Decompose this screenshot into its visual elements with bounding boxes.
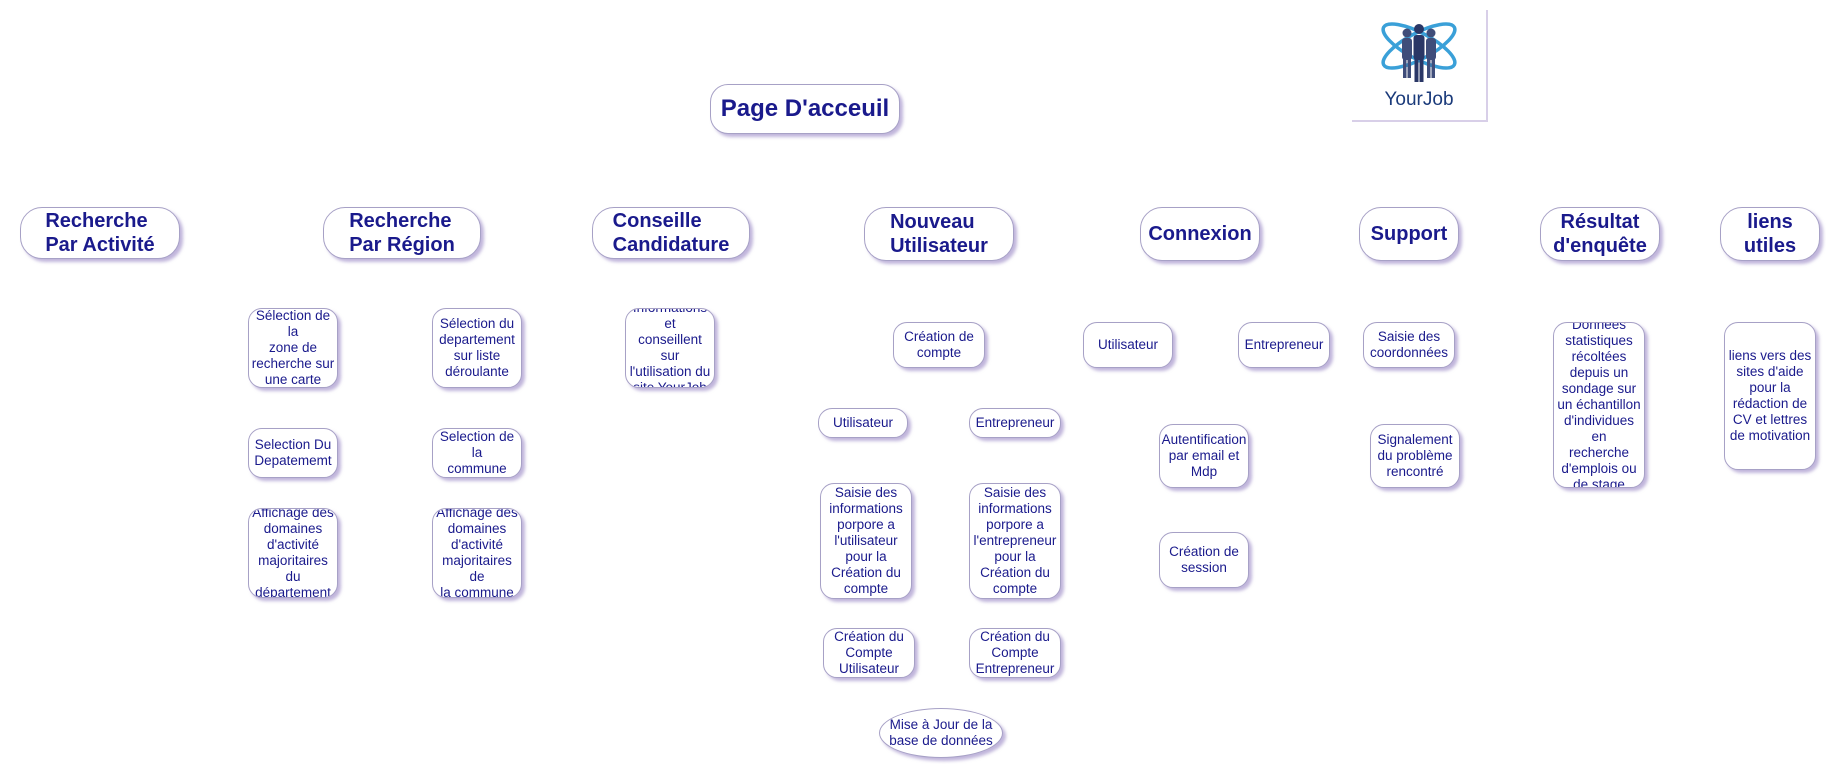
category-resultat-enquete[interactable]: Résultat d'enquête (1540, 207, 1660, 261)
node-nouveau-entrepreneur[interactable]: Entrepreneur (969, 408, 1061, 438)
node-selection-commune[interactable]: Selection de la commune (432, 428, 522, 478)
node-liens-aide[interactable]: liens vers des sites d'aide pour la réda… (1724, 322, 1816, 470)
logo: YourJob (1352, 10, 1488, 122)
category-nouveau-utilisateur[interactable]: Nouveau Utilisateur (864, 207, 1014, 261)
node-signalement-probleme[interactable]: Signalement du problème rencontré (1370, 424, 1460, 488)
logo-text: YourJob (1384, 89, 1454, 110)
node-connexion-entrepreneur[interactable]: Entrepreneur (1238, 322, 1330, 368)
node-creation-session[interactable]: Création de session (1159, 532, 1249, 588)
node-creation-compte-entrepreneur[interactable]: Création du Compte Entrepreneur (969, 628, 1061, 678)
node-saisie-coordonnees[interactable]: Saisie des coordonnées (1363, 322, 1455, 368)
node-informations-conseils[interactable]: Informations et conseillent sur l'utilis… (625, 308, 715, 388)
node-saisie-entrepreneur[interactable]: Saisie des informations porpore a l'entr… (969, 483, 1061, 599)
node-creation-compte-utilisateur[interactable]: Création du Compte Utilisateur (823, 628, 915, 678)
node-selection-departement-liste[interactable]: Sélection du departement sur liste dérou… (432, 308, 522, 388)
node-connexion-utilisateur[interactable]: Utilisateur (1083, 322, 1173, 368)
people-logo-icon (1381, 22, 1457, 82)
category-liens-utiles[interactable]: liens utiles (1720, 207, 1820, 261)
category-support[interactable]: Support (1359, 207, 1459, 261)
node-selection-departement[interactable]: Selection Du Depatememt (248, 428, 338, 478)
node-selection-zone-carte[interactable]: Sélection de la zone de recherche sur un… (248, 308, 338, 388)
node-donnees-statistiques[interactable]: Données statistiques récoltées depuis un… (1553, 322, 1645, 488)
node-authentification[interactable]: Autentification par email et Mdp (1159, 424, 1249, 488)
node-affichage-departement[interactable]: Affichage des domaines d'activité majori… (248, 508, 338, 598)
node-nouveau-utilisateur[interactable]: Utilisateur (818, 408, 908, 438)
node-affichage-commune[interactable]: Affichage des domaines d'activité majori… (432, 508, 522, 598)
node-mise-a-jour-bdd[interactable]: Mise à Jour de la base de données (879, 708, 1003, 758)
category-recherche-region[interactable]: Recherche Par Région (323, 207, 481, 259)
node-saisie-utilisateur[interactable]: Saisie des informations porpore a l'util… (820, 483, 912, 599)
page-title[interactable]: Page D'acceuil (710, 84, 900, 134)
node-creation-compte[interactable]: Création de compte (893, 322, 985, 368)
category-connexion[interactable]: Connexion (1140, 207, 1260, 261)
category-conseil-candidature[interactable]: Conseille Candidature (592, 207, 750, 259)
category-recherche-activite[interactable]: Recherche Par Activité (20, 207, 180, 259)
